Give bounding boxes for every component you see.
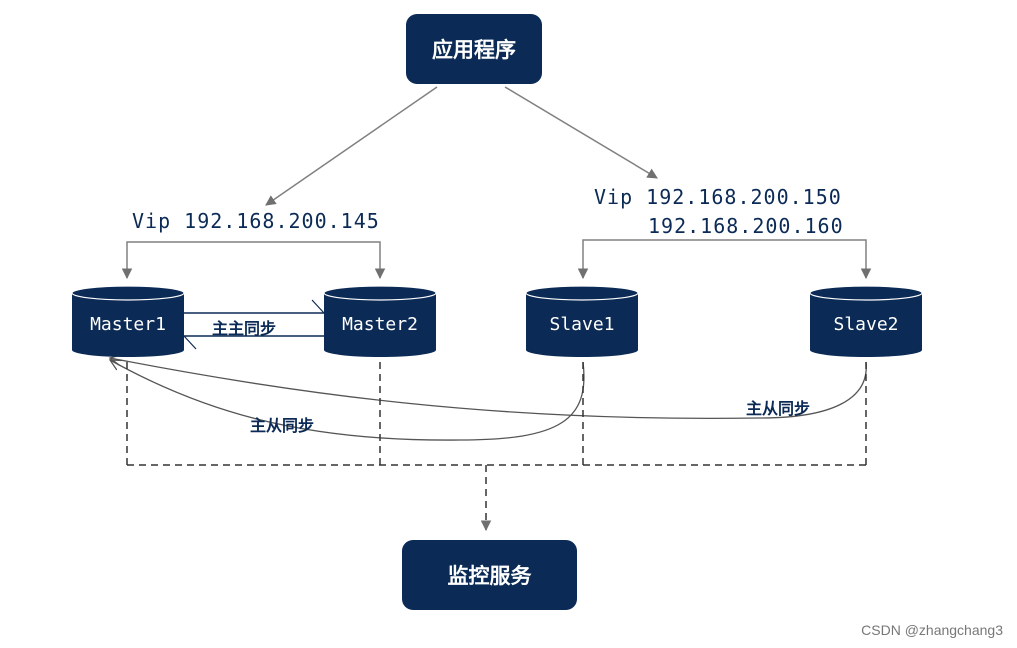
db-master1	[71, 285, 185, 357]
master-master-sync-label: 主主同步	[212, 319, 277, 338]
db-slave2	[809, 285, 923, 357]
slave1-label: Slave1	[549, 314, 615, 335]
db-slave1	[525, 285, 639, 357]
slave2-label: Slave2	[833, 314, 899, 335]
monitor-node-label: 监控服务	[447, 564, 532, 588]
master1-label: Master1	[90, 314, 166, 335]
slave-vip-label-line2: 192.168.200.160	[648, 214, 844, 238]
watermark: CSDN @zhangchang3	[861, 622, 1003, 638]
sync-curve-slave1-to-master1	[110, 360, 585, 441]
monitor-node: 监控服务	[402, 540, 577, 610]
app-node-label: 应用程序	[432, 38, 516, 62]
master2-label: Master2	[342, 314, 418, 335]
master-sync-arrowhead-left	[183, 335, 197, 350]
master-slave-sync-label-right: 主从同步	[746, 399, 811, 418]
arrow-app-to-slave-vip	[504, 86, 658, 179]
slave-vip-label-line1: Vip 192.168.200.150	[594, 185, 842, 209]
arrow-app-to-master-vip	[265, 86, 438, 206]
master-sync-arrowhead-right	[311, 299, 325, 314]
db-master2	[323, 285, 437, 357]
app-node: 应用程序	[406, 14, 542, 84]
slave-vip-bracket	[577, 239, 872, 280]
master-vip-bracket	[121, 241, 386, 280]
sync-curve-slave2-to-master1	[110, 358, 867, 420]
monitor-dashed-lines	[126, 362, 867, 532]
master-slave-sync-label-left: 主从同步	[250, 416, 315, 435]
master-vip-label: Vip 192.168.200.145	[132, 209, 380, 233]
